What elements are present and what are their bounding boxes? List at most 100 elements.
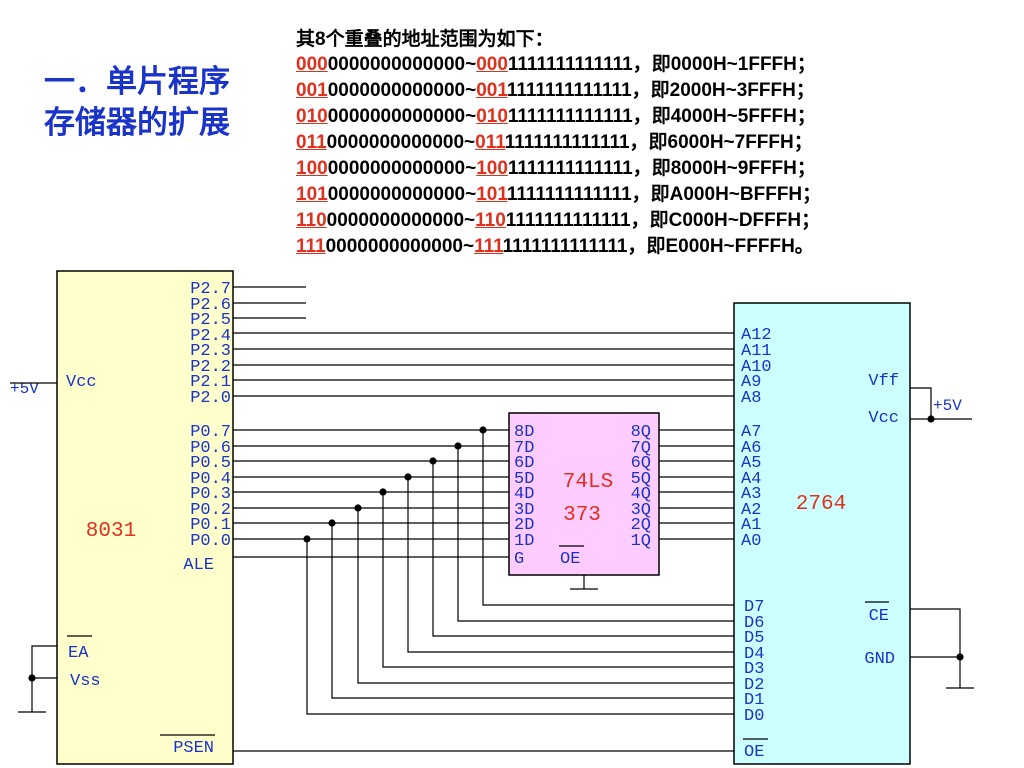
mcu-pin-label: P0.0	[190, 532, 231, 551]
latch-q-pin-label: 2Q	[631, 516, 651, 535]
data-line-wire	[357, 508, 734, 684]
eprom-address-pin-label: A8	[741, 389, 761, 408]
mcu-ale-label: ALE	[183, 556, 214, 575]
latch-chip-name: 373	[563, 504, 601, 527]
page-title: 一．单片程序存储器的扩展	[44, 64, 230, 141]
hex-range: ，即6000H~7FFFH；	[629, 132, 813, 153]
mcu-pin-label: P2.7	[190, 280, 231, 299]
hex-range: ，即4000H~5FFFH；	[632, 106, 816, 127]
address-prefix-start: 101	[296, 184, 328, 205]
address-high-bits: 1111111111111	[503, 236, 628, 257]
mcu-vcc-label: Vcc	[66, 373, 97, 392]
address-prefix-start: 110	[296, 210, 327, 231]
eprom-address-pin-label: A9	[741, 373, 761, 392]
mcu-pin-label: P0.7	[190, 423, 231, 442]
eprom-address-pin-label: A5	[741, 454, 761, 473]
range-separator: ~	[465, 184, 477, 205]
data-line-wire	[306, 539, 734, 715]
eprom-address-pin-label: A1	[741, 516, 761, 535]
mcu-pin-label: P2.0	[190, 389, 231, 408]
eprom-address-pin-label: A6	[741, 439, 761, 458]
address-range-row: 0000000000000000~0001111111111111，即0000H…	[296, 52, 821, 78]
hex-range: ，即E000H~FFFFH。	[627, 236, 814, 257]
latch-d-pin-label: 2D	[514, 516, 534, 535]
address-prefix-end: 100	[476, 158, 508, 179]
hex-range: ，即A000H~BFFFH；	[631, 184, 822, 205]
address-low-bits: 0000000000000	[326, 210, 465, 231]
range-separator: ~	[465, 158, 477, 179]
mcu-vss-label: Vss	[70, 672, 101, 691]
address-high-bits: 1111111111111	[507, 106, 633, 127]
latch-q-pin-label: 8Q	[631, 423, 651, 442]
address-range-row: 0010000000000000~0011111111111111，即2000H…	[296, 78, 821, 104]
latch-oe-label: OE	[560, 550, 580, 569]
mcu-8031-chip	[56, 270, 234, 765]
address-prefix-end: 110	[475, 210, 506, 231]
mcu-pin-label: P0.5	[190, 454, 231, 473]
eprom-address-pin-label: A0	[741, 532, 761, 551]
eprom-data-pin-label: D3	[744, 660, 764, 679]
latch-g-label: G	[514, 550, 524, 569]
mcu-pin-label: P2.5	[190, 311, 231, 330]
address-prefix-end: 001	[476, 80, 508, 101]
eprom-ce-ground-wire	[910, 608, 961, 688]
address-high-bits: 1111111111111	[507, 184, 632, 205]
data-line-wire	[457, 446, 734, 622]
latch-chip-name: 74LS	[563, 471, 613, 494]
address-prefix-start: 000	[296, 54, 328, 75]
mcu-pin-label: P0.3	[190, 485, 231, 504]
address-high-bits: 1111111111111	[507, 54, 633, 75]
eprom-2764-chip	[733, 302, 911, 765]
eprom-data-pin-label: D2	[744, 676, 764, 695]
eprom-vff-vcc-wire	[910, 387, 932, 420]
range-separator: ~	[465, 80, 477, 101]
eprom-data-pin-label: D0	[744, 707, 764, 726]
address-low-bits: 0000000000000	[327, 184, 466, 205]
mcu-pin-label: P2.1	[190, 373, 231, 392]
address-prefix-start: 011	[296, 132, 327, 153]
eprom-vff-label: Vff	[868, 372, 899, 391]
address-high-bits: 1111111111111	[507, 80, 632, 101]
mcu-ea-vss-wire	[31, 645, 57, 679]
eprom-supply-label: +5V	[933, 397, 962, 415]
eprom-oe-label: OE	[744, 743, 764, 762]
mcu-pin-label: P0.4	[190, 470, 231, 489]
latch-d-pin-label: 5D	[514, 470, 534, 489]
address-high-bits: 1111111111111	[507, 158, 633, 179]
mcu-pin-label: P0.1	[190, 516, 231, 535]
data-line-wire	[407, 477, 734, 653]
mcu-psen-label: PSEN	[173, 739, 214, 758]
address-range-row: 1100000000000000~1101111111111111，即C000H…	[296, 208, 821, 234]
eprom-ground-junction	[956, 653, 964, 661]
eprom-address-pin-label: A2	[741, 501, 761, 520]
address-high-bits: 1111111111111	[505, 132, 630, 153]
latch-d-pin-label: 4D	[514, 485, 534, 504]
data-line-wire	[382, 492, 734, 668]
mcu-ea-label: EA	[68, 644, 89, 663]
latch-q-pin-label: 4Q	[631, 485, 651, 504]
latch-d-pin-label: 1D	[514, 532, 534, 551]
mcu-pin-label: P0.6	[190, 439, 231, 458]
eprom-address-pin-label: A11	[741, 342, 772, 361]
eprom-data-pin-label: D5	[744, 629, 764, 648]
mcu-supply-label: +5V	[10, 380, 39, 398]
mcu-pin-label: P2.2	[190, 358, 231, 377]
address-prefix-start: 001	[296, 80, 328, 101]
address-prefix-end: 000	[476, 54, 508, 75]
range-separator: ~	[462, 236, 475, 257]
latch-d-pin-label: 7D	[514, 439, 534, 458]
address-low-bits: 0000000000000	[327, 158, 466, 179]
eprom-vcc-label: Vcc	[868, 409, 899, 428]
address-prefix-start: 100	[296, 158, 328, 179]
latch-d-pin-label: 8D	[514, 423, 534, 442]
address-range-row: 1000000000000000~1001111111111111，即8000H…	[296, 156, 821, 182]
latch-d-pin-label: 3D	[514, 501, 534, 520]
hex-range: ，即C000H~DFFFH；	[630, 210, 821, 231]
eprom-data-pin-label: D6	[744, 614, 764, 633]
latch-q-pin-label: 3Q	[631, 501, 651, 520]
address-range-header: 其8个重叠的地址范围为如下：	[296, 29, 554, 50]
mcu-chip-name: 8031	[86, 520, 136, 543]
data-line-wire	[432, 461, 734, 637]
address-low-bits: 0000000000000	[327, 54, 466, 75]
